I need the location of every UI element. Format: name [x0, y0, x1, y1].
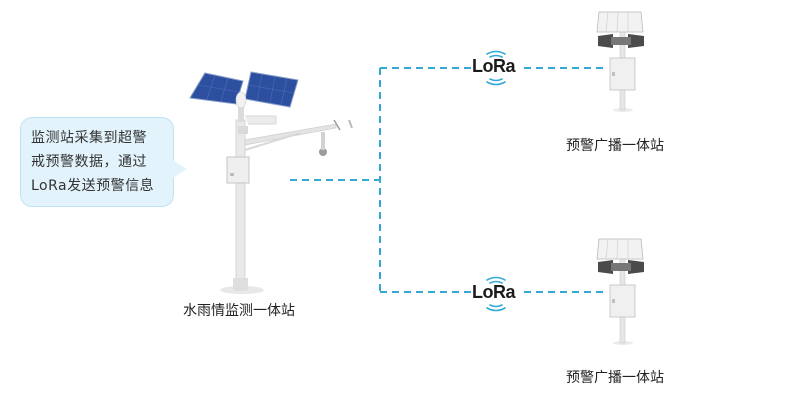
- lora-link-badge-bottom: LoRa: [466, 274, 526, 314]
- info-bubble: 监测站采集到超警 戒预警数据，通过 LoRa发送预警信息: [20, 117, 187, 207]
- warning-station-label-2: 预警广播一体站: [566, 370, 664, 386]
- warning-station-2-illustration: [596, 238, 644, 345]
- signal-icon: [486, 276, 506, 312]
- lora-link-badge-top: LoRa: [466, 48, 526, 88]
- solar-panel-left: [189, 72, 244, 105]
- bubble-line-1: 监测站采集到超警: [31, 130, 147, 146]
- signal-icon: [486, 50, 506, 86]
- monitoring-station-illustration: [189, 71, 353, 294]
- lora-label: LoRa: [472, 56, 516, 76]
- connection-lines: [290, 67, 608, 293]
- solar-panel-right: [244, 71, 299, 108]
- bubble-line-2: 戒预警数据，通过: [31, 154, 147, 170]
- lora-label: LoRa: [472, 282, 516, 302]
- warning-station-1-illustration: [596, 11, 644, 112]
- bubble-line-3: LoRa发送预警信息: [31, 178, 155, 194]
- warning-station-label-1: 预警广播一体站: [566, 138, 664, 154]
- monitor-station-label: 水雨情监测一体站: [183, 303, 295, 319]
- control-box: [226, 156, 250, 184]
- bubble-tail: [173, 160, 187, 178]
